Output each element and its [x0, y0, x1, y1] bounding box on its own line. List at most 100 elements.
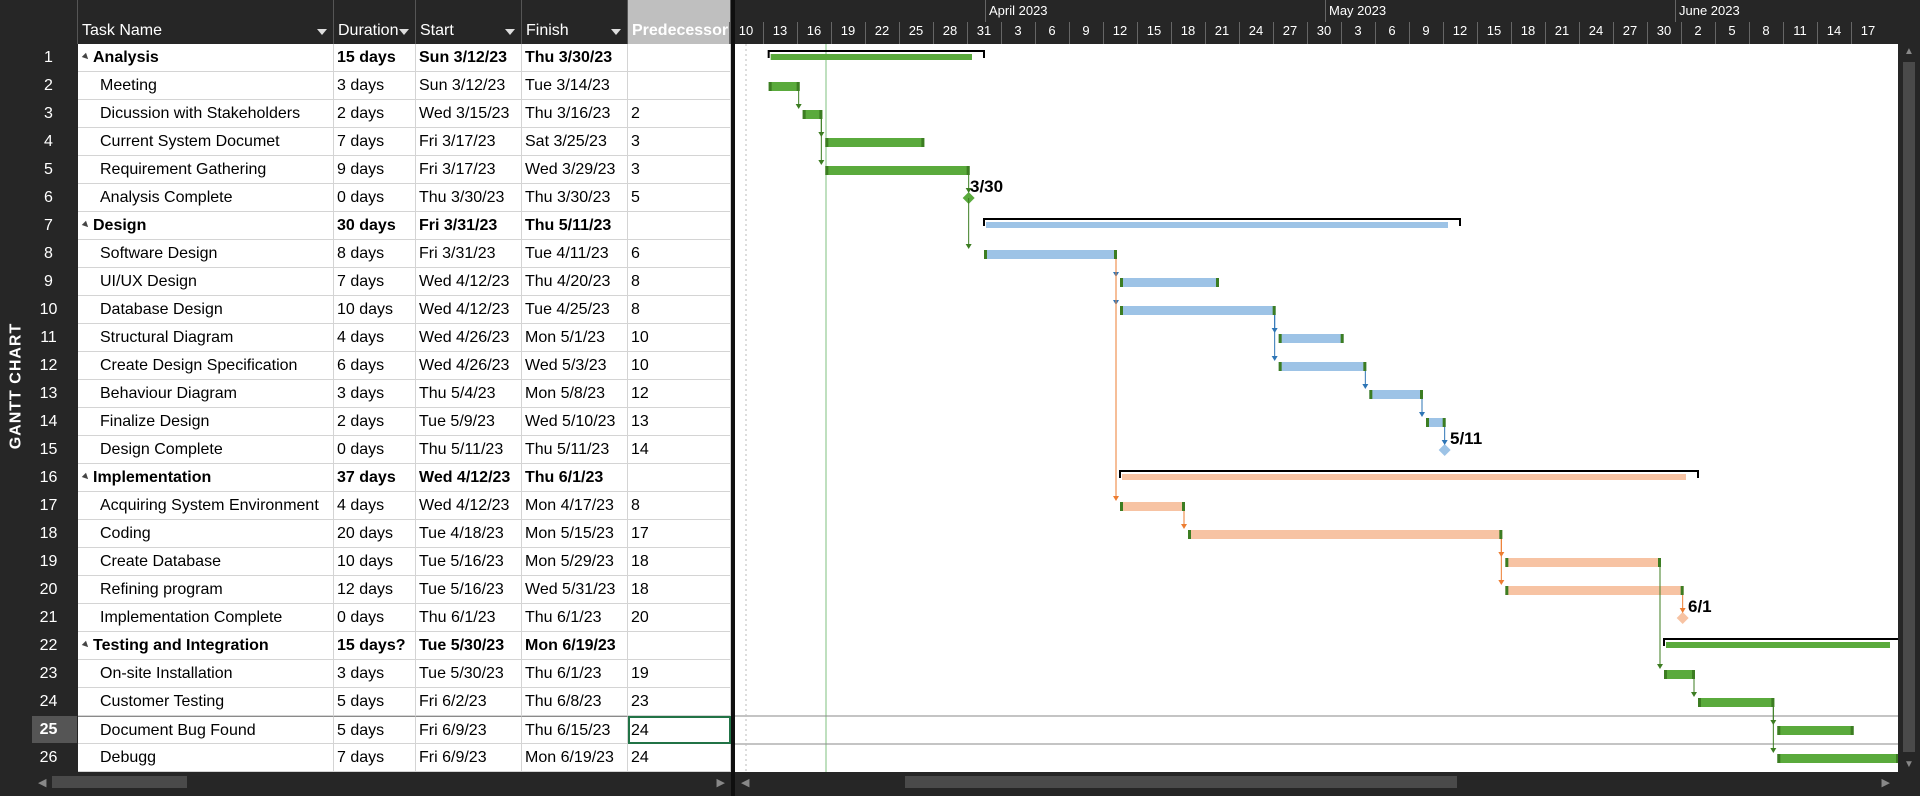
- cell-duration[interactable]: 10 days: [334, 296, 416, 324]
- cell-start[interactable]: Wed 4/12/23: [416, 296, 522, 324]
- cell-duration[interactable]: 2 days: [334, 408, 416, 436]
- cell-name[interactable]: Design Complete: [78, 436, 334, 464]
- cell-finish[interactable]: Thu 6/1/23: [522, 464, 628, 492]
- row-number[interactable]: 16: [32, 464, 78, 492]
- cell-name[interactable]: Implementation Complete: [78, 604, 334, 632]
- row-number[interactable]: 26: [32, 744, 78, 772]
- cell-pred[interactable]: [628, 72, 731, 100]
- cell-start[interactable]: Tue 5/9/23: [416, 408, 522, 436]
- cell-pred[interactable]: 18: [628, 548, 731, 576]
- cell-duration[interactable]: 37 days: [334, 464, 416, 492]
- cell-finish[interactable]: Mon 6/19/23: [522, 632, 628, 660]
- row-number[interactable]: 23: [32, 660, 78, 688]
- row-number[interactable]: 11: [32, 324, 78, 352]
- row-number[interactable]: 25: [32, 716, 78, 744]
- cell-pred[interactable]: [628, 632, 731, 660]
- scroll-down-icon[interactable]: ▼: [1904, 759, 1914, 770]
- cell-name[interactable]: Analysis Complete: [78, 184, 334, 212]
- cell-start[interactable]: Fri 3/31/23: [416, 212, 522, 240]
- filter-dropdown-icon[interactable]: [505, 29, 515, 35]
- cell-name[interactable]: Structural Diagram: [78, 324, 334, 352]
- cell-duration[interactable]: 7 days: [334, 744, 416, 772]
- cell-start[interactable]: Thu 5/4/23: [416, 380, 522, 408]
- cell-duration[interactable]: 15 days: [334, 44, 416, 72]
- cell-finish[interactable]: Mon 5/29/23: [522, 548, 628, 576]
- cell-duration[interactable]: 3 days: [334, 72, 416, 100]
- cell-name[interactable]: Acquiring System Environment: [78, 492, 334, 520]
- cell-name[interactable]: Meeting: [78, 72, 334, 100]
- cell-duration[interactable]: 15 days?: [334, 632, 416, 660]
- row-number[interactable]: 4: [32, 128, 78, 156]
- cell-name[interactable]: Refining program: [78, 576, 334, 604]
- row-number[interactable]: 1: [32, 44, 78, 72]
- cell-finish[interactable]: Thu 4/20/23: [522, 268, 628, 296]
- cell-pred[interactable]: 14: [628, 436, 731, 464]
- cell-start[interactable]: Wed 4/12/23: [416, 492, 522, 520]
- cell-duration[interactable]: 10 days: [334, 548, 416, 576]
- cell-finish[interactable]: Wed 3/29/23: [522, 156, 628, 184]
- cell-name[interactable]: Customer Testing: [78, 688, 334, 716]
- cell-start[interactable]: Tue 5/16/23: [416, 548, 522, 576]
- cell-name[interactable]: Create Design Specification: [78, 352, 334, 380]
- cell-name[interactable]: Document Bug Found: [78, 716, 334, 744]
- cell-name[interactable]: Debugg: [78, 744, 334, 772]
- cell-finish[interactable]: Thu 6/1/23: [522, 660, 628, 688]
- cell-pred[interactable]: 18: [628, 576, 731, 604]
- scroll-thumb[interactable]: [1903, 62, 1915, 752]
- cell-finish[interactable]: Wed 5/10/23: [522, 408, 628, 436]
- filter-dropdown-icon[interactable]: [399, 29, 409, 35]
- cell-pred[interactable]: 10: [628, 352, 731, 380]
- row-number[interactable]: 12: [32, 352, 78, 380]
- cell-finish[interactable]: Mon 5/15/23: [522, 520, 628, 548]
- cell-finish[interactable]: Mon 5/1/23: [522, 324, 628, 352]
- collapse-triangle-icon[interactable]: [81, 472, 91, 482]
- cell-finish[interactable]: Mon 5/8/23: [522, 380, 628, 408]
- cell-finish[interactable]: Thu 3/30/23: [522, 184, 628, 212]
- collapse-triangle-icon[interactable]: [81, 220, 91, 230]
- cell-name[interactable]: Create Database: [78, 548, 334, 576]
- cell-pred[interactable]: 24: [628, 716, 731, 744]
- row-number[interactable]: 5: [32, 156, 78, 184]
- cell-duration[interactable]: 20 days: [334, 520, 416, 548]
- cell-pred[interactable]: 12: [628, 380, 731, 408]
- chart-vertical-scrollbar[interactable]: ▲ ▼: [1898, 44, 1920, 772]
- cell-name[interactable]: Software Design: [78, 240, 334, 268]
- cell-duration[interactable]: 12 days: [334, 576, 416, 604]
- row-number[interactable]: 9: [32, 268, 78, 296]
- chart-horizontal-scrollbar[interactable]: ◀ ▶: [735, 772, 1920, 792]
- cell-finish[interactable]: Mon 6/19/23: [522, 744, 628, 772]
- cell-finish[interactable]: Tue 3/14/23: [522, 72, 628, 100]
- row-number[interactable]: 3: [32, 100, 78, 128]
- cell-start[interactable]: Tue 5/30/23: [416, 660, 522, 688]
- cell-start[interactable]: Tue 4/18/23: [416, 520, 522, 548]
- cell-pred[interactable]: 13: [628, 408, 731, 436]
- cell-finish[interactable]: Tue 4/11/23: [522, 240, 628, 268]
- cell-name[interactable]: Implementation: [78, 464, 334, 492]
- cell-name[interactable]: Coding: [78, 520, 334, 548]
- cell-pred[interactable]: [628, 212, 731, 240]
- cell-finish[interactable]: Thu 6/8/23: [522, 688, 628, 716]
- cell-finish[interactable]: Thu 5/11/23: [522, 436, 628, 464]
- scroll-left-icon[interactable]: ◀: [38, 777, 47, 789]
- scroll-right-icon[interactable]: ▶: [1881, 777, 1890, 789]
- view-bar[interactable]: GANTT CHART: [0, 0, 32, 772]
- cell-start[interactable]: Wed 4/12/23: [416, 268, 522, 296]
- cell-duration[interactable]: 4 days: [334, 492, 416, 520]
- cell-start[interactable]: Sun 3/12/23: [416, 44, 522, 72]
- cell-finish[interactable]: Thu 5/11/23: [522, 212, 628, 240]
- cell-start[interactable]: Tue 5/30/23: [416, 632, 522, 660]
- scroll-right-icon[interactable]: ▶: [716, 777, 725, 789]
- cell-pred[interactable]: 2: [628, 100, 731, 128]
